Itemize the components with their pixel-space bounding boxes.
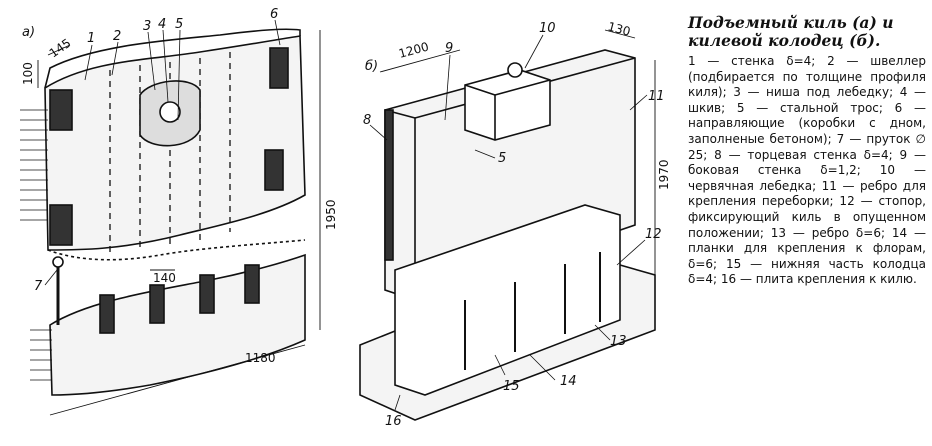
callout-10: 10 [539, 21, 556, 36]
figure-caption: Подъемный киль (а) и килевой колодец (б)… [688, 14, 926, 288]
callout-5: 5 [175, 17, 183, 32]
keel-illustration: а) 1 2 3 4 5 6 7 145 100 140 1950 1180 [20, 7, 338, 416]
figure-a-label: а) [22, 25, 35, 40]
callout-12: 12 [645, 227, 662, 242]
callout-3: 3 [143, 19, 151, 34]
keel-well-illustration: б) 8 9 10 11 12 13 14 15 16 5 1200 130 1… [359, 19, 671, 429]
dim-1180: 1180 [245, 351, 276, 365]
dim-145: 145 [47, 36, 74, 61]
caption-body: 1 — стенка δ=4; 2 — швеллер (подбирается… [688, 54, 926, 287]
callout-1: 1 [87, 31, 95, 46]
caption-title: Подъемный киль (а) и килевой колодец (б)… [688, 13, 894, 50]
callout-11: 11 [648, 89, 665, 104]
dim-1950: 1950 [324, 199, 338, 230]
dim-130: 130 [606, 19, 632, 38]
callout-5-trunk: 5 [498, 151, 506, 166]
dim-140: 140 [153, 271, 176, 285]
figure-b-keel-well-drawing: б) 8 9 10 11 12 13 14 15 16 5 1200 130 1… [355, 0, 685, 442]
callout-2: 2 [113, 29, 121, 44]
callout-15: 15 [503, 379, 520, 394]
callout-7: 7 [34, 279, 43, 294]
callout-4: 4 [158, 17, 166, 32]
callout-13: 13 [610, 334, 627, 349]
figure-a-keel-drawing: а) 1 2 3 4 5 6 7 145 100 140 1950 1180 [0, 0, 350, 442]
dim-1200: 1200 [397, 39, 430, 60]
callout-9: 9 [445, 41, 453, 56]
callout-8: 8 [363, 113, 371, 128]
callout-6: 6 [270, 7, 278, 22]
dim-100: 100 [21, 62, 35, 85]
callout-14: 14 [560, 374, 577, 389]
dim-1970: 1970 [657, 159, 671, 190]
figure-b-label: б) [365, 59, 378, 74]
callout-16: 16 [385, 414, 402, 429]
